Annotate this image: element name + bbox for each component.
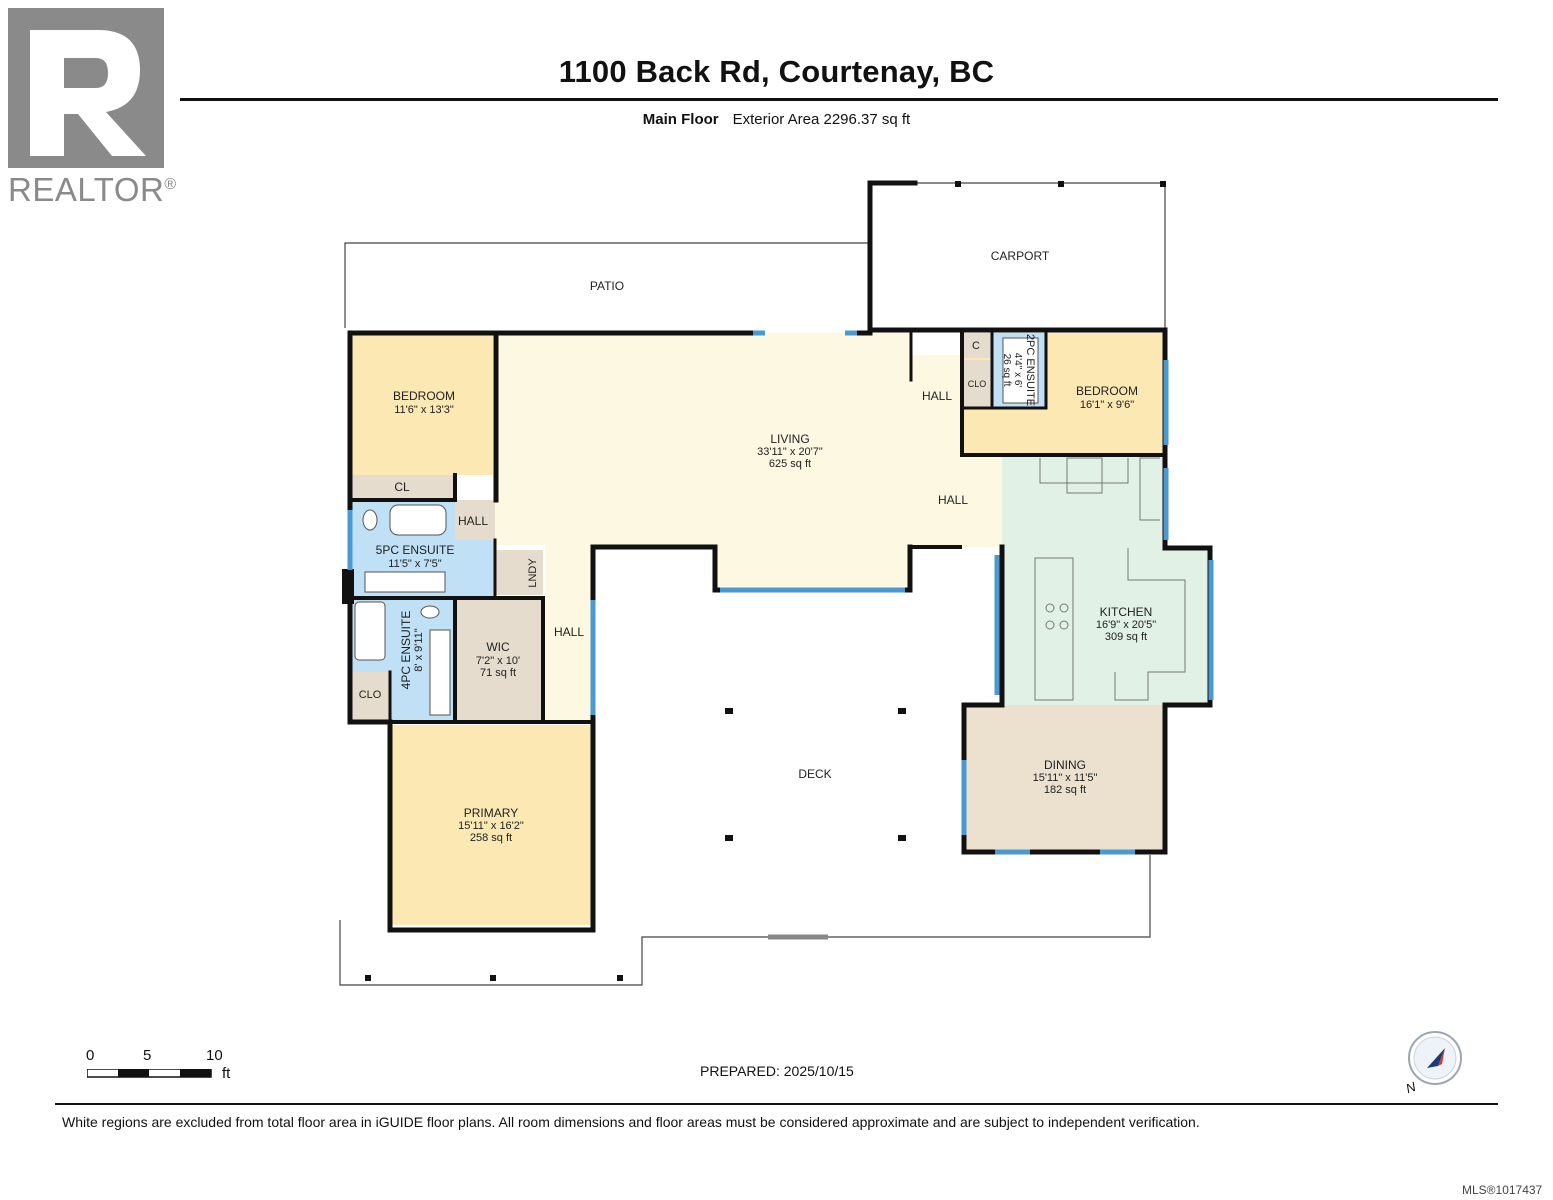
room-primary-dims: 15'11" x 16'2" (458, 820, 524, 832)
room-clo-top: CLO (968, 379, 987, 389)
c-fill (962, 333, 992, 358)
room-dining-area: 182 sq ft (1044, 784, 1086, 796)
hall-mid-fill (910, 455, 1002, 547)
room-wic-dims: 7'2" x 10' (476, 655, 520, 667)
hall-small-fill (455, 500, 495, 540)
floor-plan: PATIO CARPORT BEDROOM 11'6" x 13'3" LIVI… (339, 180, 1214, 986)
room-cl: CL (394, 480, 410, 494)
room-living-area: 625 sq ft (769, 458, 811, 470)
clo-left-fill (350, 672, 390, 720)
scale-tick-10: 10 (206, 1047, 223, 1064)
bath-fixtures (354, 337, 1039, 716)
room-ensuite2-dims: 4'4" x 6' (1012, 353, 1023, 388)
floor-label: Main Floor (642, 111, 719, 128)
room-kitchen-area: 309 sq ft (1105, 631, 1147, 643)
room-ensuite4: 4PC ENSUITE (399, 611, 413, 690)
scale-tick-5: 5 (143, 1047, 152, 1064)
room-ensuite2: 2PC ENSUITE (1024, 334, 1036, 406)
room-primary: PRIMARY (464, 806, 518, 820)
room-carport: CARPORT (991, 249, 1050, 263)
kitchen-fill (1002, 455, 1210, 705)
room-ensuite5-dims: 11'5" x 7'5" (388, 558, 441, 570)
room-bedroom1-dims: 11'6" x 13'3" (394, 404, 454, 416)
room-wic: WIC (486, 640, 510, 654)
hall-left-fill (545, 545, 593, 723)
living-bump-fill (715, 545, 910, 590)
title-divider (180, 98, 1498, 101)
hall-top-fill (911, 355, 961, 455)
room-hall-left: HALL (554, 625, 584, 639)
cl-fill (350, 475, 455, 499)
posts (365, 181, 1166, 981)
floor-subtitle: Main Floor Exterior Area 2296.37 sq ft (0, 111, 1553, 128)
room-kitchen-dims: 16'9" x 20'5" (1096, 619, 1156, 631)
room-c: C (972, 340, 980, 352)
room-wic-area: 71 sq ft (480, 667, 516, 679)
room-hall-small: HALL (458, 514, 488, 528)
bedroom1-fill (352, 335, 493, 475)
room-ensuite5: 5PC ENSUITE (376, 543, 455, 557)
room-ensuite2-label: 2PC ENSUITE 4'4" x 6' 26 sq ft (1001, 334, 1036, 406)
prepared-date: PREPARED: 2025/10/15 (700, 1063, 854, 1079)
exterior-area: Exterior Area 2296.37 sq ft (732, 111, 911, 128)
compass-icon: N (1400, 1028, 1470, 1098)
scale-unit: ft (222, 1065, 231, 1082)
room-deck: DECK (798, 767, 831, 781)
disclaimer-text: White regions are excluded from total fl… (62, 1114, 1200, 1130)
room-dining-dims: 15'11" x 11'5" (1033, 772, 1098, 784)
room-bedroom2-dims: 16'1" x 9'6" (1080, 399, 1134, 411)
wic-fill (455, 598, 543, 720)
page-title: 1100 Back Rd, Courtenay, BC (558, 54, 995, 89)
room-hall-top: HALL (922, 389, 952, 403)
realtor-r-logo-icon (8, 8, 164, 168)
room-ensuite4-dims: 8' x 9'11" (413, 628, 425, 671)
footer-divider (55, 1103, 1498, 1105)
room-kitchen: KITCHEN (1100, 605, 1153, 619)
room-hall-mid: HALL (938, 493, 968, 507)
mls-number: MLS®1017437 (1462, 1183, 1543, 1197)
scale-tick-0: 0 (86, 1047, 95, 1064)
room-bedroom2: BEDROOM (1076, 384, 1138, 398)
lndy-fill (495, 550, 543, 595)
realtor-wordmark: REALTOR® (8, 171, 177, 208)
windows (347, 330, 1214, 855)
room-dining: DINING (1044, 758, 1086, 772)
dining-fill (964, 705, 1165, 852)
room-patio: PATIO (590, 279, 624, 293)
scale-bar: 0 5 10 ft (85, 1047, 245, 1087)
realtor-logo: REALTOR® (8, 8, 180, 208)
primary-fill (390, 725, 593, 925)
clo-top-fill (962, 360, 992, 408)
kitchen-fixtures (1034, 457, 1186, 701)
room-bedroom1: BEDROOM (393, 389, 455, 403)
room-labels: PATIO CARPORT BEDROOM 11'6" x 13'3" LIVI… (359, 249, 1157, 844)
scale-bar-graphic (87, 1069, 212, 1078)
room-lndy: LNDY (527, 558, 539, 588)
room-ensuite2-area: 26 sq ft (1001, 354, 1012, 387)
hall-link-fill (494, 497, 542, 545)
room-living: LIVING (770, 432, 809, 446)
room-primary-area: 258 sq ft (470, 832, 512, 844)
living-fill (496, 333, 911, 545)
room-ensuite4-label: 4PC ENSUITE 8' x 9'11" (399, 611, 425, 690)
room-clo-left: CLO (359, 689, 382, 701)
room-living-dims: 33'11" x 20'7" (757, 446, 823, 458)
